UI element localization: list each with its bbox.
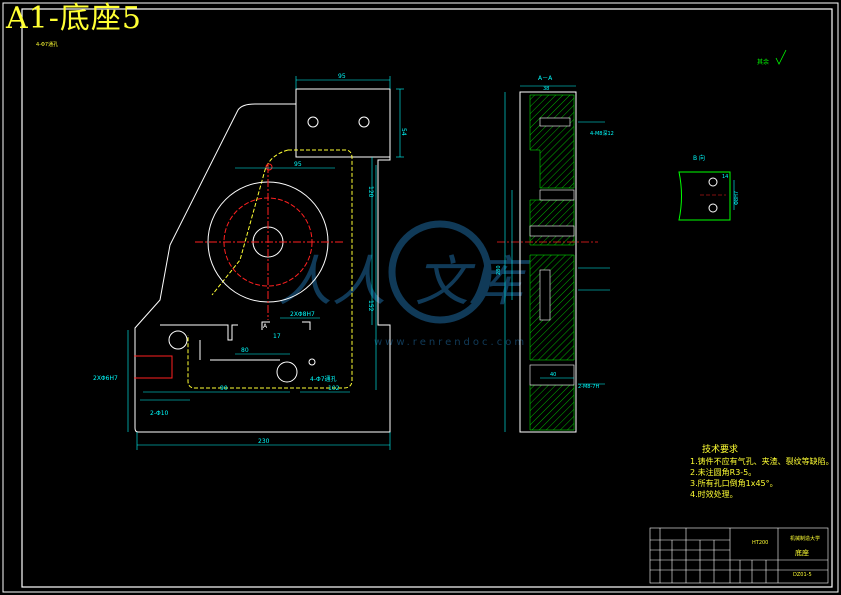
front-view: [127, 76, 404, 450]
section-dim-height: 280: [496, 265, 502, 275]
sheet-inner-border: [21, 8, 833, 588]
top-block: [295, 88, 391, 158]
inner-cavity-contour: [187, 149, 353, 389]
dim-80: 80: [241, 347, 249, 354]
svg-text:人人: 人人: [278, 250, 386, 313]
school: 机械制造大学: [790, 535, 820, 542]
material: HT200: [752, 540, 768, 546]
dim-tol-mid: 2XΦ8H7: [290, 311, 315, 318]
section-thread: 4-M8深12: [590, 130, 614, 137]
front-dim-text: 95 54 95 120 152 80 17 90 102 230 2XΦ8H7…: [93, 73, 407, 445]
view-note-left: 4-Φ7通孔: [36, 41, 58, 48]
tech-item-1: 1.铸件不应有气孔、夹渣、裂纹等缺陷。: [690, 457, 834, 466]
dim-90: 90: [220, 385, 228, 392]
svg-text:文库: 文库: [415, 250, 531, 313]
svg-text:其余: 其余: [757, 58, 769, 66]
dim-120: 120: [367, 186, 374, 198]
b-view-label: B 向: [693, 154, 705, 162]
section-view: A－A 38 280 40 4-M8深12 2-M8-7H: [496, 75, 614, 433]
section-dim-width: 38: [543, 86, 549, 92]
sheet-title: A1-底座5: [6, 1, 142, 36]
tech-requirements: 技术要求 1.铸件不应有气孔、夹渣、裂纹等缺陷。 2.未注圆角R3-5。 3.所…: [690, 445, 834, 500]
roughness-symbol: 其余: [757, 49, 787, 66]
dim-152: 152: [367, 300, 374, 312]
dim-hole: 2-Φ10: [150, 410, 169, 417]
base-outline: [134, 88, 391, 433]
title-block-text: 底座 HT200 机械制造大学 DZ01-5: [752, 535, 820, 578]
section-outline: [519, 91, 577, 433]
local-section: [134, 355, 173, 379]
section-dim-40: 40: [550, 372, 556, 378]
watermark-logo: 人人 文库 www.renrendoc.com: [278, 220, 531, 348]
dim-230: 230: [258, 438, 270, 445]
b-view: B 向 14 Φ8H7: [678, 154, 740, 221]
title-block: [649, 527, 829, 584]
dim-top-label: 4-Φ7通孔: [310, 375, 337, 383]
part-name: 底座: [795, 548, 809, 557]
tech-heading: 技术要求: [702, 445, 739, 455]
hole-tl: [307, 116, 319, 128]
hole-tr: [358, 116, 370, 128]
tech-item-2: 2.未注圆角R3-5。: [690, 468, 757, 477]
tech-item-3: 3.所有孔口倒角1x45°。: [690, 479, 778, 488]
hole-bl: [168, 330, 188, 350]
hole-bm: [276, 361, 298, 383]
dim-17: 17: [273, 333, 281, 340]
tech-item-4: 4.时效处理。: [690, 490, 738, 499]
section-label: A－A: [538, 75, 553, 82]
hole-bm2: [308, 358, 316, 366]
b-view-dim: Φ8H7: [734, 191, 740, 205]
b-view-dim2: 14: [722, 174, 728, 180]
section-thread2: 2-M8-7H: [578, 384, 599, 390]
drawing-no: DZ01-5: [793, 572, 812, 578]
dim-tol-left: 2XΦ6H7: [93, 375, 118, 382]
dim-102: 102: [328, 385, 340, 392]
watermark-url: www.renrendoc.com: [374, 337, 527, 348]
hole-small: [265, 163, 273, 171]
dim-95: 95: [338, 73, 346, 80]
dim-bore: 95: [294, 161, 302, 168]
section-mark-a: A: [263, 323, 268, 330]
dim-54: 54: [400, 128, 407, 136]
